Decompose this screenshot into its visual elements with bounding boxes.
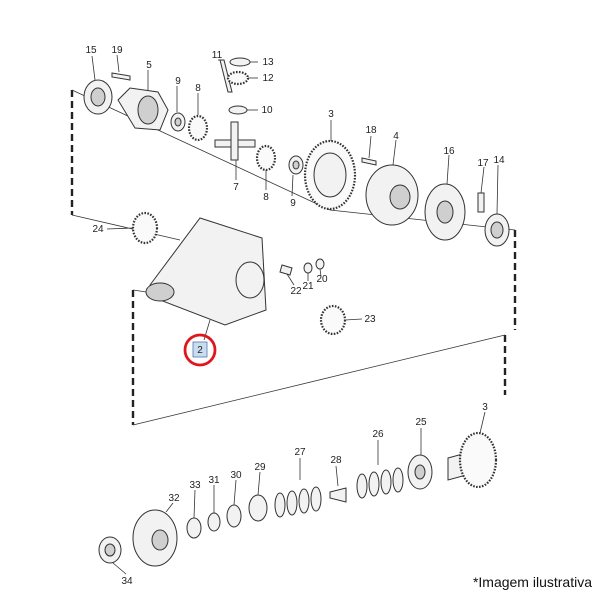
shaft-gear-3b bbox=[447, 431, 498, 489]
screw-17 bbox=[477, 192, 485, 213]
pinion-8a bbox=[187, 114, 209, 142]
bearing-25 bbox=[407, 454, 433, 490]
callout-2: 2 bbox=[197, 345, 203, 356]
bearing-15 bbox=[83, 79, 113, 115]
callout-27: 27 bbox=[294, 447, 306, 458]
callout-13: 13 bbox=[262, 57, 274, 68]
cone-28 bbox=[329, 487, 347, 503]
callout-5: 5 bbox=[146, 60, 152, 71]
washer-9b bbox=[288, 155, 304, 175]
callout-3a: 3 bbox=[328, 109, 334, 120]
rings-33-31-30 bbox=[186, 504, 242, 539]
pinion-8b bbox=[255, 144, 277, 172]
flange-32 bbox=[132, 509, 178, 567]
callout-7: 7 bbox=[233, 182, 239, 193]
callout-15: 15 bbox=[85, 45, 97, 56]
callout-9a: 9 bbox=[175, 76, 181, 87]
callout-4: 4 bbox=[393, 131, 399, 142]
callout-34: 34 bbox=[121, 576, 133, 587]
callout-17: 17 bbox=[477, 158, 489, 169]
cross-shaft-7 bbox=[214, 121, 256, 161]
carrier-4 bbox=[365, 164, 419, 226]
callout-11: 11 bbox=[212, 50, 223, 61]
callout-9b: 9 bbox=[290, 198, 296, 209]
assembly-boundary bbox=[70, 89, 517, 426]
callout-23: 23 bbox=[364, 314, 376, 325]
callout-32: 32 bbox=[168, 493, 180, 504]
washer-10 bbox=[228, 105, 248, 115]
clutch-pack-26 bbox=[356, 467, 404, 499]
illustrative-image-caption: *Imagem ilustrativa bbox=[472, 574, 592, 590]
nut-34 bbox=[98, 536, 122, 564]
clips-22-21-20 bbox=[279, 258, 325, 276]
bolt-19 bbox=[111, 72, 131, 81]
highlight-part-2[interactable]: 2 bbox=[183, 333, 217, 367]
clutch-pack-27 bbox=[274, 486, 322, 518]
callout-31: 31 bbox=[208, 475, 220, 486]
callout-8a: 8 bbox=[195, 83, 201, 94]
bearing-14 bbox=[484, 213, 510, 247]
callout-24: 24 bbox=[92, 224, 104, 235]
washer-13 bbox=[229, 57, 251, 67]
callout-labels: 15 19 5 9 8 11 13 12 10 7 8 9 3 18 4 16 … bbox=[85, 45, 505, 587]
flange-16 bbox=[424, 183, 466, 241]
pin-18 bbox=[361, 157, 377, 166]
callout-12: 12 bbox=[262, 73, 274, 84]
callout-26: 26 bbox=[372, 429, 384, 440]
housing-2 bbox=[145, 217, 267, 326]
ring-gear-3a bbox=[303, 139, 357, 211]
callout-28: 28 bbox=[330, 455, 342, 466]
pin-11 bbox=[219, 59, 233, 93]
callout-22: 22 bbox=[290, 286, 302, 297]
callout-8b: 8 bbox=[263, 192, 269, 203]
callout-3b: 3 bbox=[482, 402, 488, 413]
callout-10: 10 bbox=[261, 105, 273, 116]
callout-29: 29 bbox=[254, 462, 266, 473]
leader-lines bbox=[91, 54, 499, 575]
bearing-29 bbox=[248, 494, 268, 522]
gear-23 bbox=[319, 304, 347, 336]
callout-14: 14 bbox=[493, 155, 505, 166]
gear-12 bbox=[226, 70, 250, 86]
callout-18: 18 bbox=[365, 125, 377, 136]
callout-16: 16 bbox=[443, 146, 455, 157]
washer-9a bbox=[170, 112, 186, 132]
callout-21: 21 bbox=[302, 281, 314, 292]
callout-19: 19 bbox=[111, 45, 123, 56]
housing-5 bbox=[117, 87, 169, 131]
callout-25: 25 bbox=[415, 417, 427, 428]
callout-30: 30 bbox=[230, 470, 242, 481]
callout-33: 33 bbox=[189, 480, 201, 491]
gear-24 bbox=[131, 211, 159, 245]
callout-20: 20 bbox=[316, 274, 328, 285]
